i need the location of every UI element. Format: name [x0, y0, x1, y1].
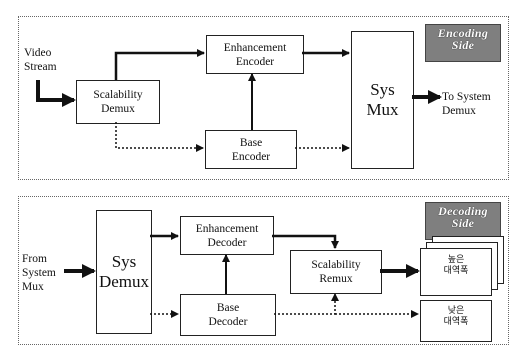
low-bandwidth-line1: 낮은 [447, 306, 465, 316]
to-system-demux-label: To System Demux [442, 91, 491, 117]
encoding-badge-line2: Side [451, 38, 475, 52]
enhancement-decoder-to-remux-arrow [272, 234, 339, 249]
sys-mux-box: Sys Mux [351, 31, 414, 169]
low-bandwidth-output-doc: 낮은 대역폭 [420, 300, 492, 342]
high-bandwidth-line2: 대역폭 [443, 266, 469, 276]
enhancement-decoder-line2: Decoder [207, 236, 247, 249]
base-decoder-line2: Decoder [208, 316, 248, 328]
base-decoder-to-remux-arrow [274, 293, 339, 315]
high-bandwidth-output-doc: 높은 대역폭 [420, 248, 492, 296]
enhancement-encoder-line2: Encoder [235, 55, 275, 68]
sys-demux-line2: Demux [98, 272, 150, 291]
low-bandwidth-line2: 대역폭 [443, 317, 469, 327]
demux-to-base-encoder-arrow [115, 122, 204, 152]
decoding-side-badge: Decoding Side [425, 202, 501, 240]
demux-to-enhancement-encoder-arrow [114, 49, 205, 80]
scalability-remux-line2: Remux [319, 273, 353, 285]
from-system-mux-label: From System Mux [22, 253, 56, 293]
decoding-badge-line2: Side [451, 216, 475, 230]
sys-demux-box: Sys Demux [96, 210, 152, 334]
high-bandwidth-line1: 높은 [447, 255, 465, 265]
sys-mux-line1: Sys [370, 80, 395, 99]
base-decoder-box: Base Decoder [180, 294, 276, 336]
base-encoder-line2: Encoder [231, 150, 271, 163]
encoding-badge-line1: Encoding [437, 26, 489, 40]
scalability-remux-line1: Scalability [311, 259, 361, 271]
base-encoder-box: Base Encoder [205, 130, 297, 169]
decoding-badge-line1: Decoding [438, 204, 488, 218]
video-stream-arrow [36, 80, 76, 107]
encoding-side-badge: Encoding Side [425, 24, 501, 62]
scalability-remux-box: Scalability Remux [290, 250, 382, 294]
base-encoder-line1: Base [239, 136, 263, 149]
sys-mux-line2: Mux [366, 100, 399, 119]
scalability-demux-box: Scalability Demux [76, 80, 160, 124]
enhancement-encoder-box: Enhancement Encoder [206, 35, 304, 74]
scalability-demux-line2: Demux [101, 103, 135, 115]
sys-demux-line1: Sys [111, 252, 137, 271]
base-decoder-line1: Base [216, 302, 240, 314]
scalability-demux-line1: Scalability [93, 89, 143, 101]
enhancement-decoder-line1: Enhancement [195, 222, 259, 235]
enhancement-encoder-line1: Enhancement [223, 41, 287, 54]
video-stream-label: Video Stream [24, 47, 57, 73]
